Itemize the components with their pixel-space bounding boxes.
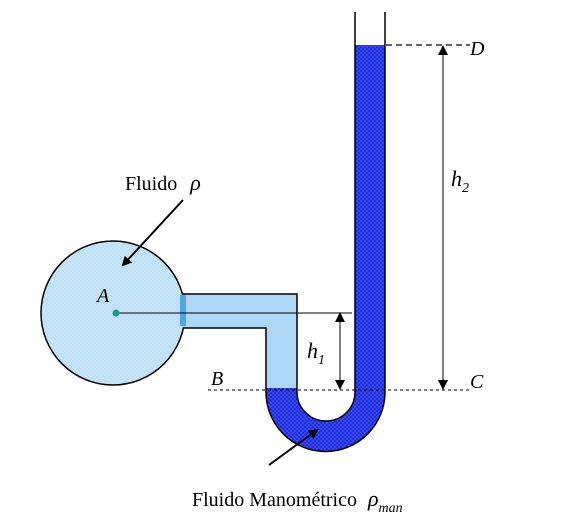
fluid-pointer-arrow xyxy=(121,199,184,267)
label-b: B xyxy=(211,368,223,390)
pipe-outline xyxy=(183,12,386,453)
label-d: D xyxy=(469,38,485,60)
label-a: A xyxy=(95,285,110,307)
manometric-fluid-label: Fluido Manométrico ρman xyxy=(192,486,403,516)
h2-label: h2 xyxy=(451,166,469,196)
junction-strip xyxy=(180,295,186,326)
point-a-marker xyxy=(112,309,120,317)
fluid-label: Fluido ρ xyxy=(125,170,201,195)
manometer-pointer-arrow xyxy=(268,428,319,466)
h1-label: h1 xyxy=(307,338,325,368)
label-c: C xyxy=(470,371,484,393)
manometer-fluid xyxy=(266,45,385,452)
left-leg-light-fluid xyxy=(266,294,297,388)
